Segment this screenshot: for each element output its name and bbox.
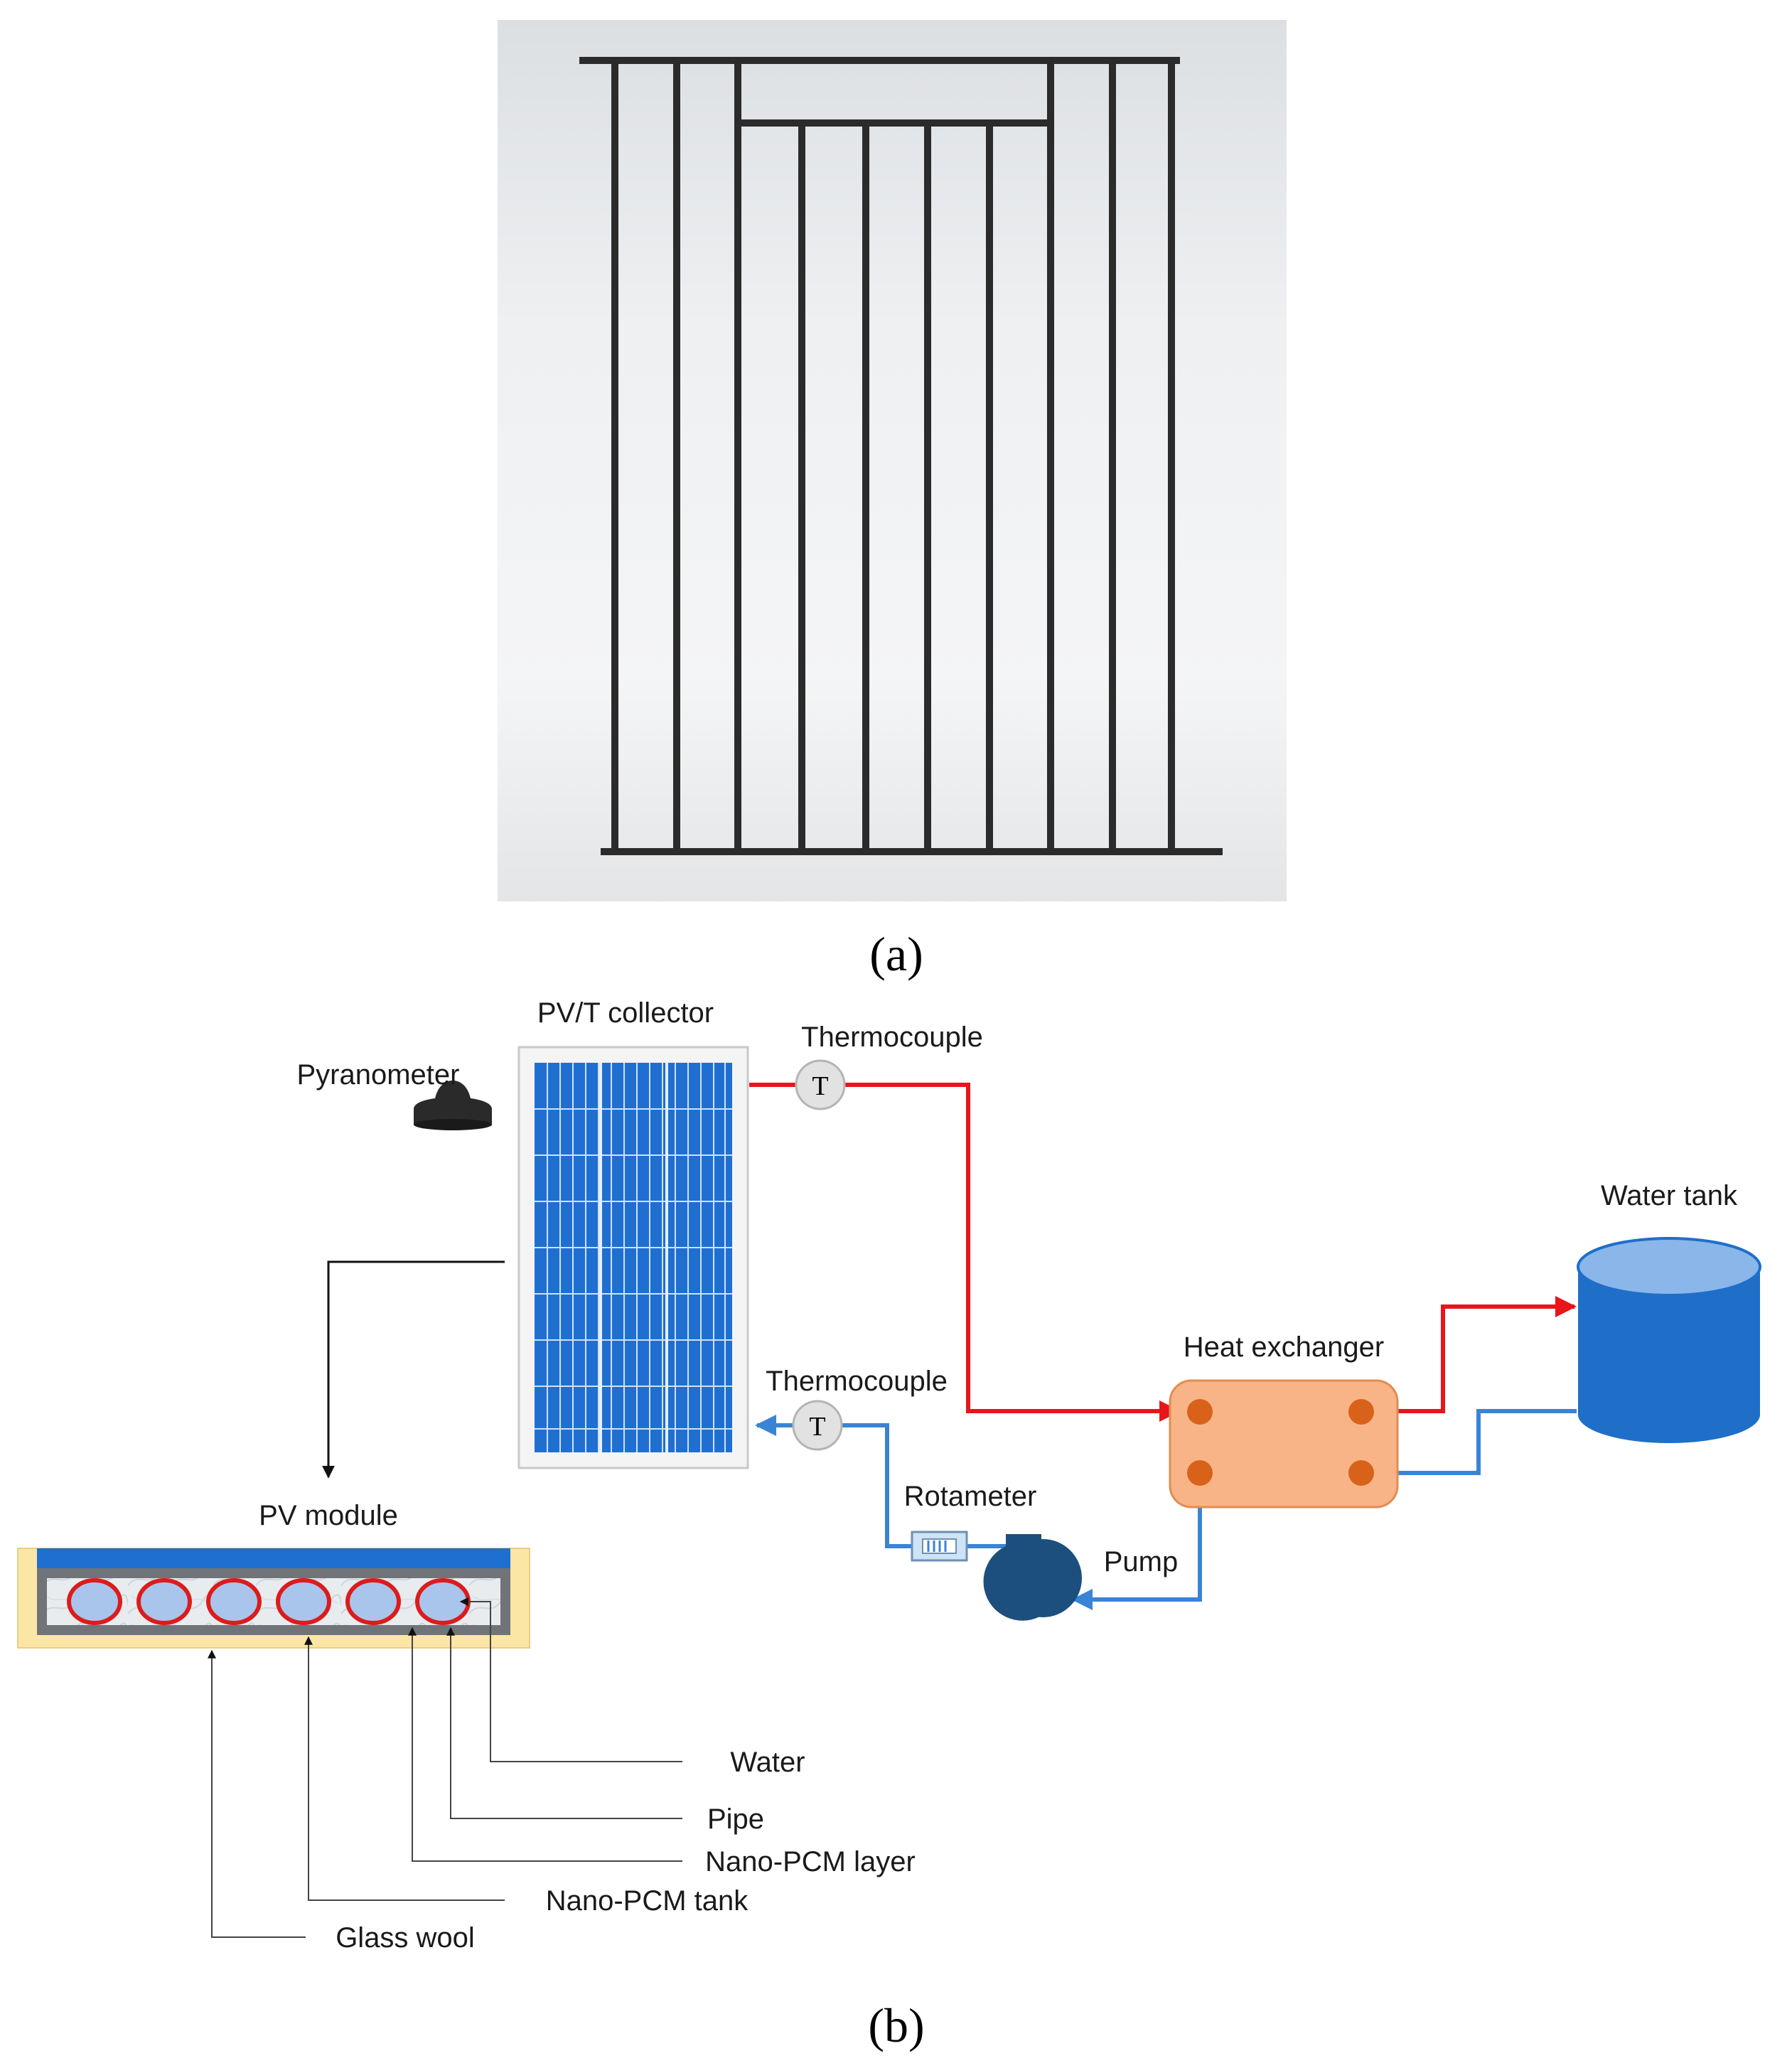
pipe [345, 1578, 401, 1625]
water-tank-label: Water tank [1601, 1180, 1738, 1211]
thermocouple-bottom-icon: T [792, 1400, 843, 1451]
nano-pcm-tank-leader [304, 1636, 505, 1901]
nano-pcm-layer-leader [408, 1627, 682, 1862]
render-background [498, 20, 1287, 901]
layer-label-water: Water [730, 1747, 805, 1778]
pv-t-collector [517, 1046, 749, 1469]
pipe-leader [446, 1627, 682, 1819]
thermocouple-bottom-label: Thermocouple [766, 1366, 948, 1397]
thermocouple-bottom-symbol: T [809, 1412, 825, 1442]
hot-water-line [749, 1083, 1577, 1422]
rotameter-label: Rotameter [904, 1481, 1037, 1512]
layer-label-nano-pcm-layer: Nano-PCM layer [705, 1846, 916, 1877]
pipe [67, 1578, 122, 1625]
pipe [206, 1578, 262, 1625]
glass-wool-leader [208, 1649, 306, 1938]
thermocouple-top-icon: T [795, 1059, 846, 1110]
heat-exchanger-icon [1169, 1379, 1399, 1509]
pump-icon [983, 1534, 1082, 1621]
steel-frame [579, 57, 1223, 855]
cold-water-line [755, 1409, 1577, 1610]
water-leader [459, 1597, 682, 1762]
layer-label-nano-pcm-tank: Nano-PCM tank [546, 1885, 749, 1917]
pyranometer-label: Pyranometer [297, 1059, 460, 1091]
thermocouple-top-label: Thermocouple [801, 1022, 983, 1053]
pump-label: Pump [1104, 1546, 1179, 1577]
heat-exchanger-label: Heat exchanger [1184, 1331, 1384, 1363]
pipe [136, 1578, 192, 1625]
rotameter-icon [911, 1531, 968, 1562]
pv-t-collector-label: PV/T collector [537, 997, 714, 1029]
caption-a: (a) [869, 927, 923, 981]
water-tank-icon [1577, 1237, 1761, 1443]
pv-module-label: PV module [259, 1500, 398, 1531]
layer-leaders [208, 1597, 682, 1938]
caption-b: (b) [868, 1998, 924, 2052]
collector-to-module-leader [322, 1260, 505, 1479]
pipe [276, 1578, 331, 1625]
layer-label-pipe: Pipe [707, 1804, 764, 1835]
pipes [67, 1578, 471, 1625]
layer-label-glass-wool: Glass wool [336, 1922, 475, 1954]
collector-cells [535, 1063, 732, 1452]
pv-glass-top [37, 1548, 510, 1568]
pyranometer-icon [414, 1081, 492, 1130]
thermocouple-top-symbol: T [812, 1071, 828, 1101]
pv-module-cross-section [17, 1548, 530, 1649]
panel-a-frame-drawing [498, 20, 1287, 901]
